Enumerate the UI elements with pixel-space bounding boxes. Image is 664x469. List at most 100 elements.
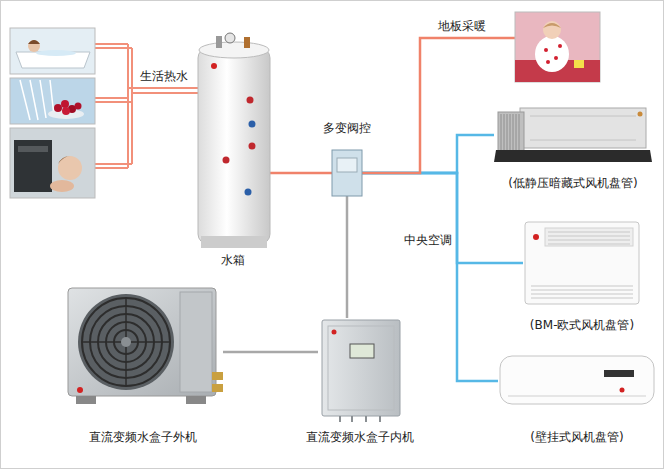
water-tank-part xyxy=(199,42,269,58)
equipment-body xyxy=(498,352,656,410)
bath-photo-part xyxy=(10,28,95,74)
valve-control-box xyxy=(332,150,362,196)
outdoor-unit-part xyxy=(121,337,131,347)
floor-fan-coil-part xyxy=(545,228,633,246)
water-tank-part xyxy=(249,121,256,128)
wall-fan-coil-part xyxy=(508,396,646,397)
shower-photo-part xyxy=(10,78,95,124)
equipment-body xyxy=(523,220,641,306)
sink-photo xyxy=(10,128,95,198)
water-tank-part xyxy=(201,236,267,248)
equipment-label: (壁挂式风机盘管) xyxy=(530,429,623,445)
sink-photo-part xyxy=(50,180,74,192)
shower-photo-part xyxy=(62,107,70,115)
valve-control-box-part xyxy=(332,150,362,196)
hot-water-pipes xyxy=(95,44,198,168)
equipment-body xyxy=(332,150,362,196)
sink-photo-part xyxy=(58,156,82,164)
floor-fan-coil-part xyxy=(531,286,633,298)
sink-photo-part xyxy=(18,146,48,152)
outdoor-unit xyxy=(68,288,223,404)
indoor-unit-part xyxy=(340,416,380,422)
shower-photo-part xyxy=(75,103,82,110)
water-tank-part xyxy=(198,48,270,244)
pipe-connector xyxy=(270,172,332,175)
wall-fan-coil-part xyxy=(604,370,634,377)
equipment-body xyxy=(63,282,223,408)
floor-heating-photo-part xyxy=(574,60,584,68)
floor-heating-pipe-part xyxy=(362,38,515,173)
shower-photo-part xyxy=(54,104,62,112)
sink-photo-part xyxy=(10,128,95,198)
water-tank-part xyxy=(245,189,252,196)
ducted-fan-coil-part xyxy=(501,114,519,150)
equipment-label: (低静压暗藏式风机盘管) xyxy=(508,175,637,191)
equipment-label: 多变阀控 xyxy=(323,120,371,136)
wall-fan-coil xyxy=(500,356,654,404)
ducted-fan-coil-part xyxy=(498,112,524,152)
water-tank-part xyxy=(223,157,230,164)
indoor-unit-part xyxy=(350,344,374,358)
floor-fan-coil-part xyxy=(548,232,630,244)
floor-fan-coil xyxy=(525,222,639,304)
floor-heating-photo-part xyxy=(543,23,561,28)
indoor-unit xyxy=(322,320,400,422)
outdoor-unit-part xyxy=(82,298,170,386)
indoor-unit-part xyxy=(332,330,337,335)
sink-photo-part xyxy=(58,156,82,180)
equipment-node: (壁挂式风机盘管) xyxy=(492,352,662,445)
equipment-node: 直流变频水盒子内机 xyxy=(300,318,420,445)
indoor-unit-part xyxy=(322,320,400,416)
water-tank-part xyxy=(211,63,217,69)
ducted-fan-coil-part xyxy=(520,108,646,148)
equipment-node: (低静压暗藏式风机盘管) xyxy=(488,106,658,191)
equipment-body xyxy=(494,106,652,164)
equipment-label: 直流变频水盒子外机 xyxy=(89,429,197,445)
outdoor-unit-part xyxy=(180,292,212,392)
floor-fan-coil-part xyxy=(533,234,539,240)
bath-photo-part xyxy=(28,40,40,44)
ducted-fan-coil-part xyxy=(638,112,643,117)
hot-water-pipes-part xyxy=(95,44,198,168)
outdoor-unit-part xyxy=(82,298,170,386)
outdoor-unit-part xyxy=(78,294,174,390)
floor-heating-photo-part xyxy=(554,56,558,60)
water-tank-part xyxy=(249,143,256,150)
water-tank-part xyxy=(244,37,250,48)
water-tank xyxy=(198,33,270,248)
wall-fan-coil-part xyxy=(620,388,625,393)
equipment-node: 水箱 xyxy=(195,34,271,268)
sink-photo-part xyxy=(14,140,52,192)
equipment-body xyxy=(196,34,270,250)
ducted-fan-coil-part xyxy=(494,150,652,162)
outdoor-unit-part xyxy=(77,387,83,393)
outdoor-unit-part xyxy=(68,288,216,396)
floor-heating-photo-part xyxy=(515,12,600,82)
floor-heating-pipe xyxy=(362,38,515,173)
water-tank-part xyxy=(216,36,222,48)
pipe-label: 生活热水 xyxy=(140,68,188,84)
floor-heating-photo-part xyxy=(543,21,561,39)
bath-photo-part xyxy=(28,40,40,52)
equipment-node: 直流变频水盒子外机 xyxy=(55,282,231,445)
floor-fan-coil-part xyxy=(525,222,639,304)
shower-photo xyxy=(10,78,95,124)
equipment-label: 水箱 xyxy=(221,252,245,268)
ducted-fan-coil xyxy=(494,108,652,162)
floor-heating-photo-part xyxy=(558,44,562,48)
equipment-node: (BM-欧式风机盘管) xyxy=(497,220,664,333)
equipment-label: 直流变频水盒子内机 xyxy=(306,429,414,445)
water-tank-part xyxy=(247,97,254,104)
outdoor-unit-part xyxy=(212,384,223,392)
pipe-connector xyxy=(346,196,349,318)
equipment-body xyxy=(318,318,402,422)
valve-control-box-part xyxy=(337,158,357,172)
wall-fan-coil-part xyxy=(500,356,654,404)
outdoor-unit-part xyxy=(186,396,206,404)
outdoor-unit-part xyxy=(76,396,96,404)
pipe-connector xyxy=(362,135,494,173)
